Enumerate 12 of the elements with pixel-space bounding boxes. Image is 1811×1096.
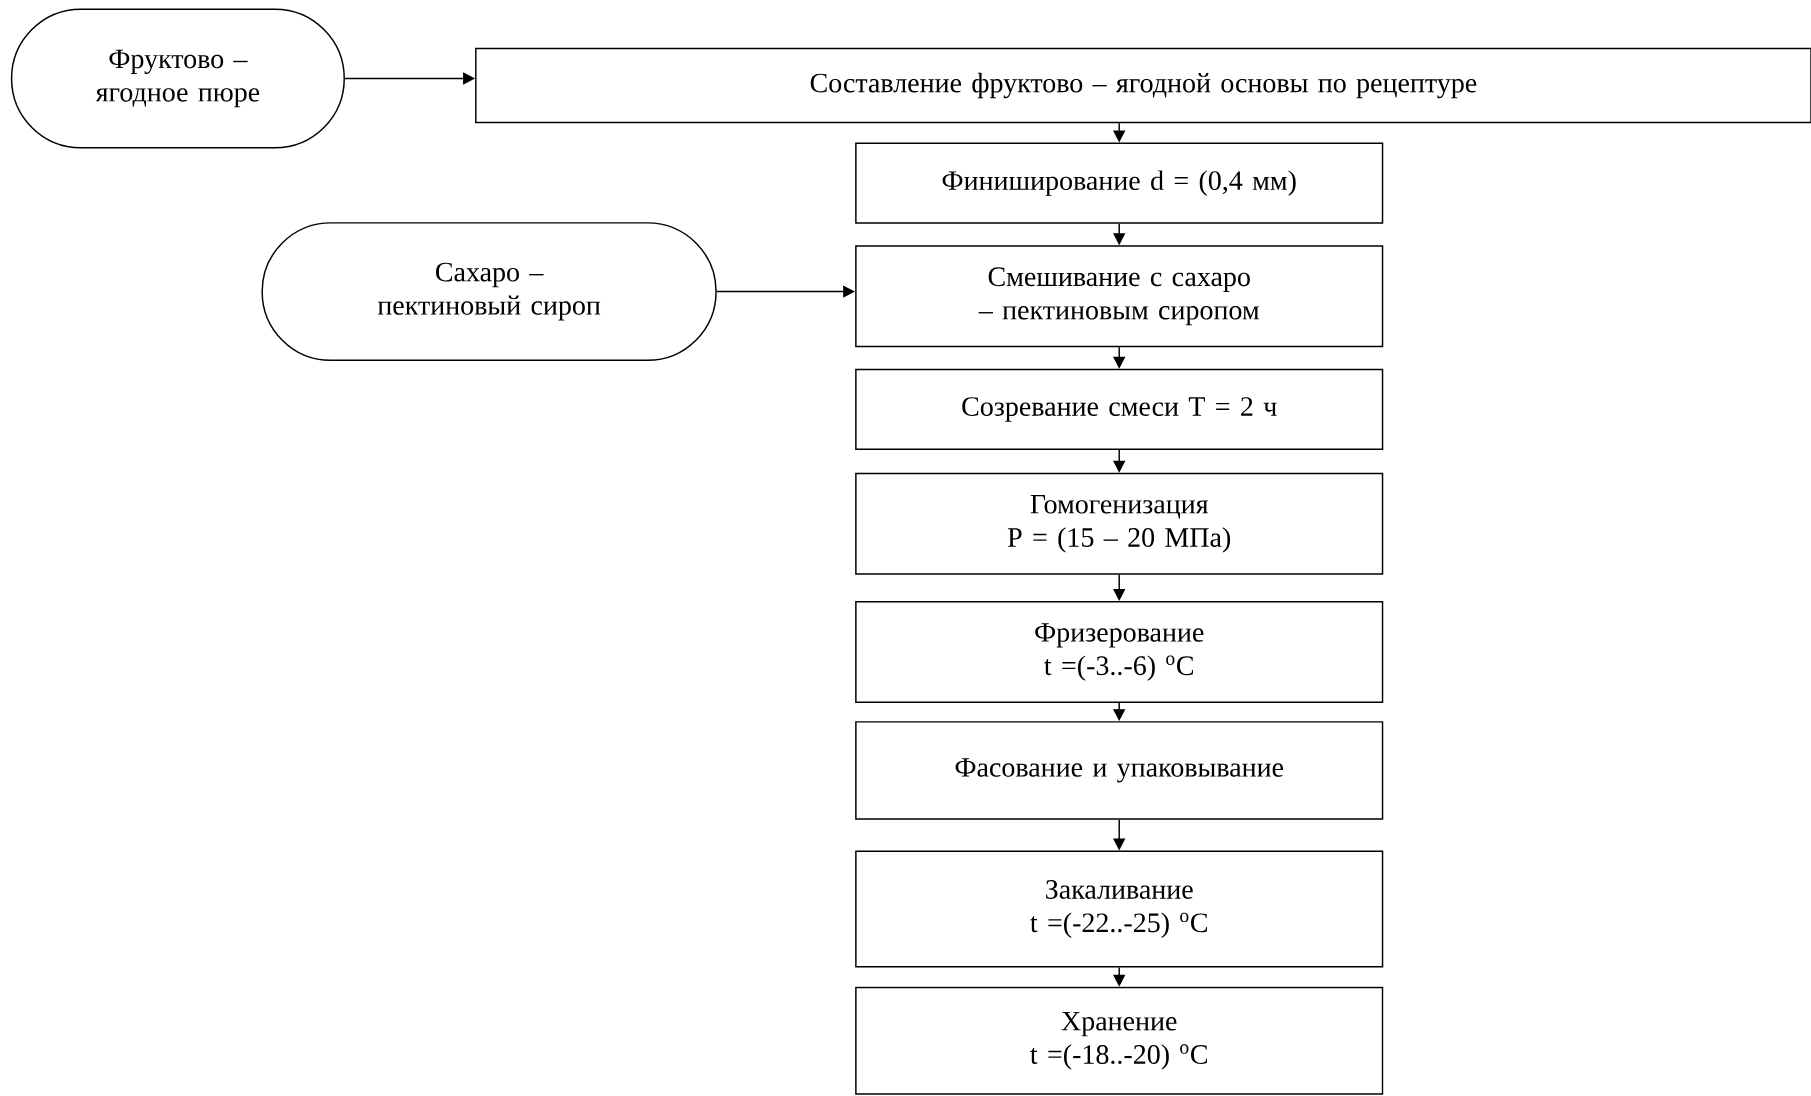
process-box: Фризерование t =(-3..-6) $^{o}$C [855, 601, 1384, 703]
input-box: Сахаро – пектиновый сироп [261, 222, 717, 362]
process-box: Смешивание с сахаро – пектиновым сиропом [855, 245, 1384, 348]
input-box: Фруктово – ягодное пюре [10, 8, 345, 149]
process-box: Финиширование d = (0,4 мм) [855, 142, 1384, 224]
process-box: Гомогенизация P = (15 – 20 МПа) [855, 472, 1384, 575]
process-box: Составление фруктово – ягодной основы по рецептуре [475, 47, 1811, 124]
process-box: Созревание смеси T = 2 ч [855, 368, 1384, 450]
process-box: Фасование и упаковывание [855, 721, 1384, 820]
process-box: Закаливание t =(-22..-25) $^{o}$C [855, 850, 1384, 968]
arrow [1113, 574, 1126, 601]
process-box: Хранение t =(-18..-20) $^{o}$C [855, 986, 1384, 1095]
